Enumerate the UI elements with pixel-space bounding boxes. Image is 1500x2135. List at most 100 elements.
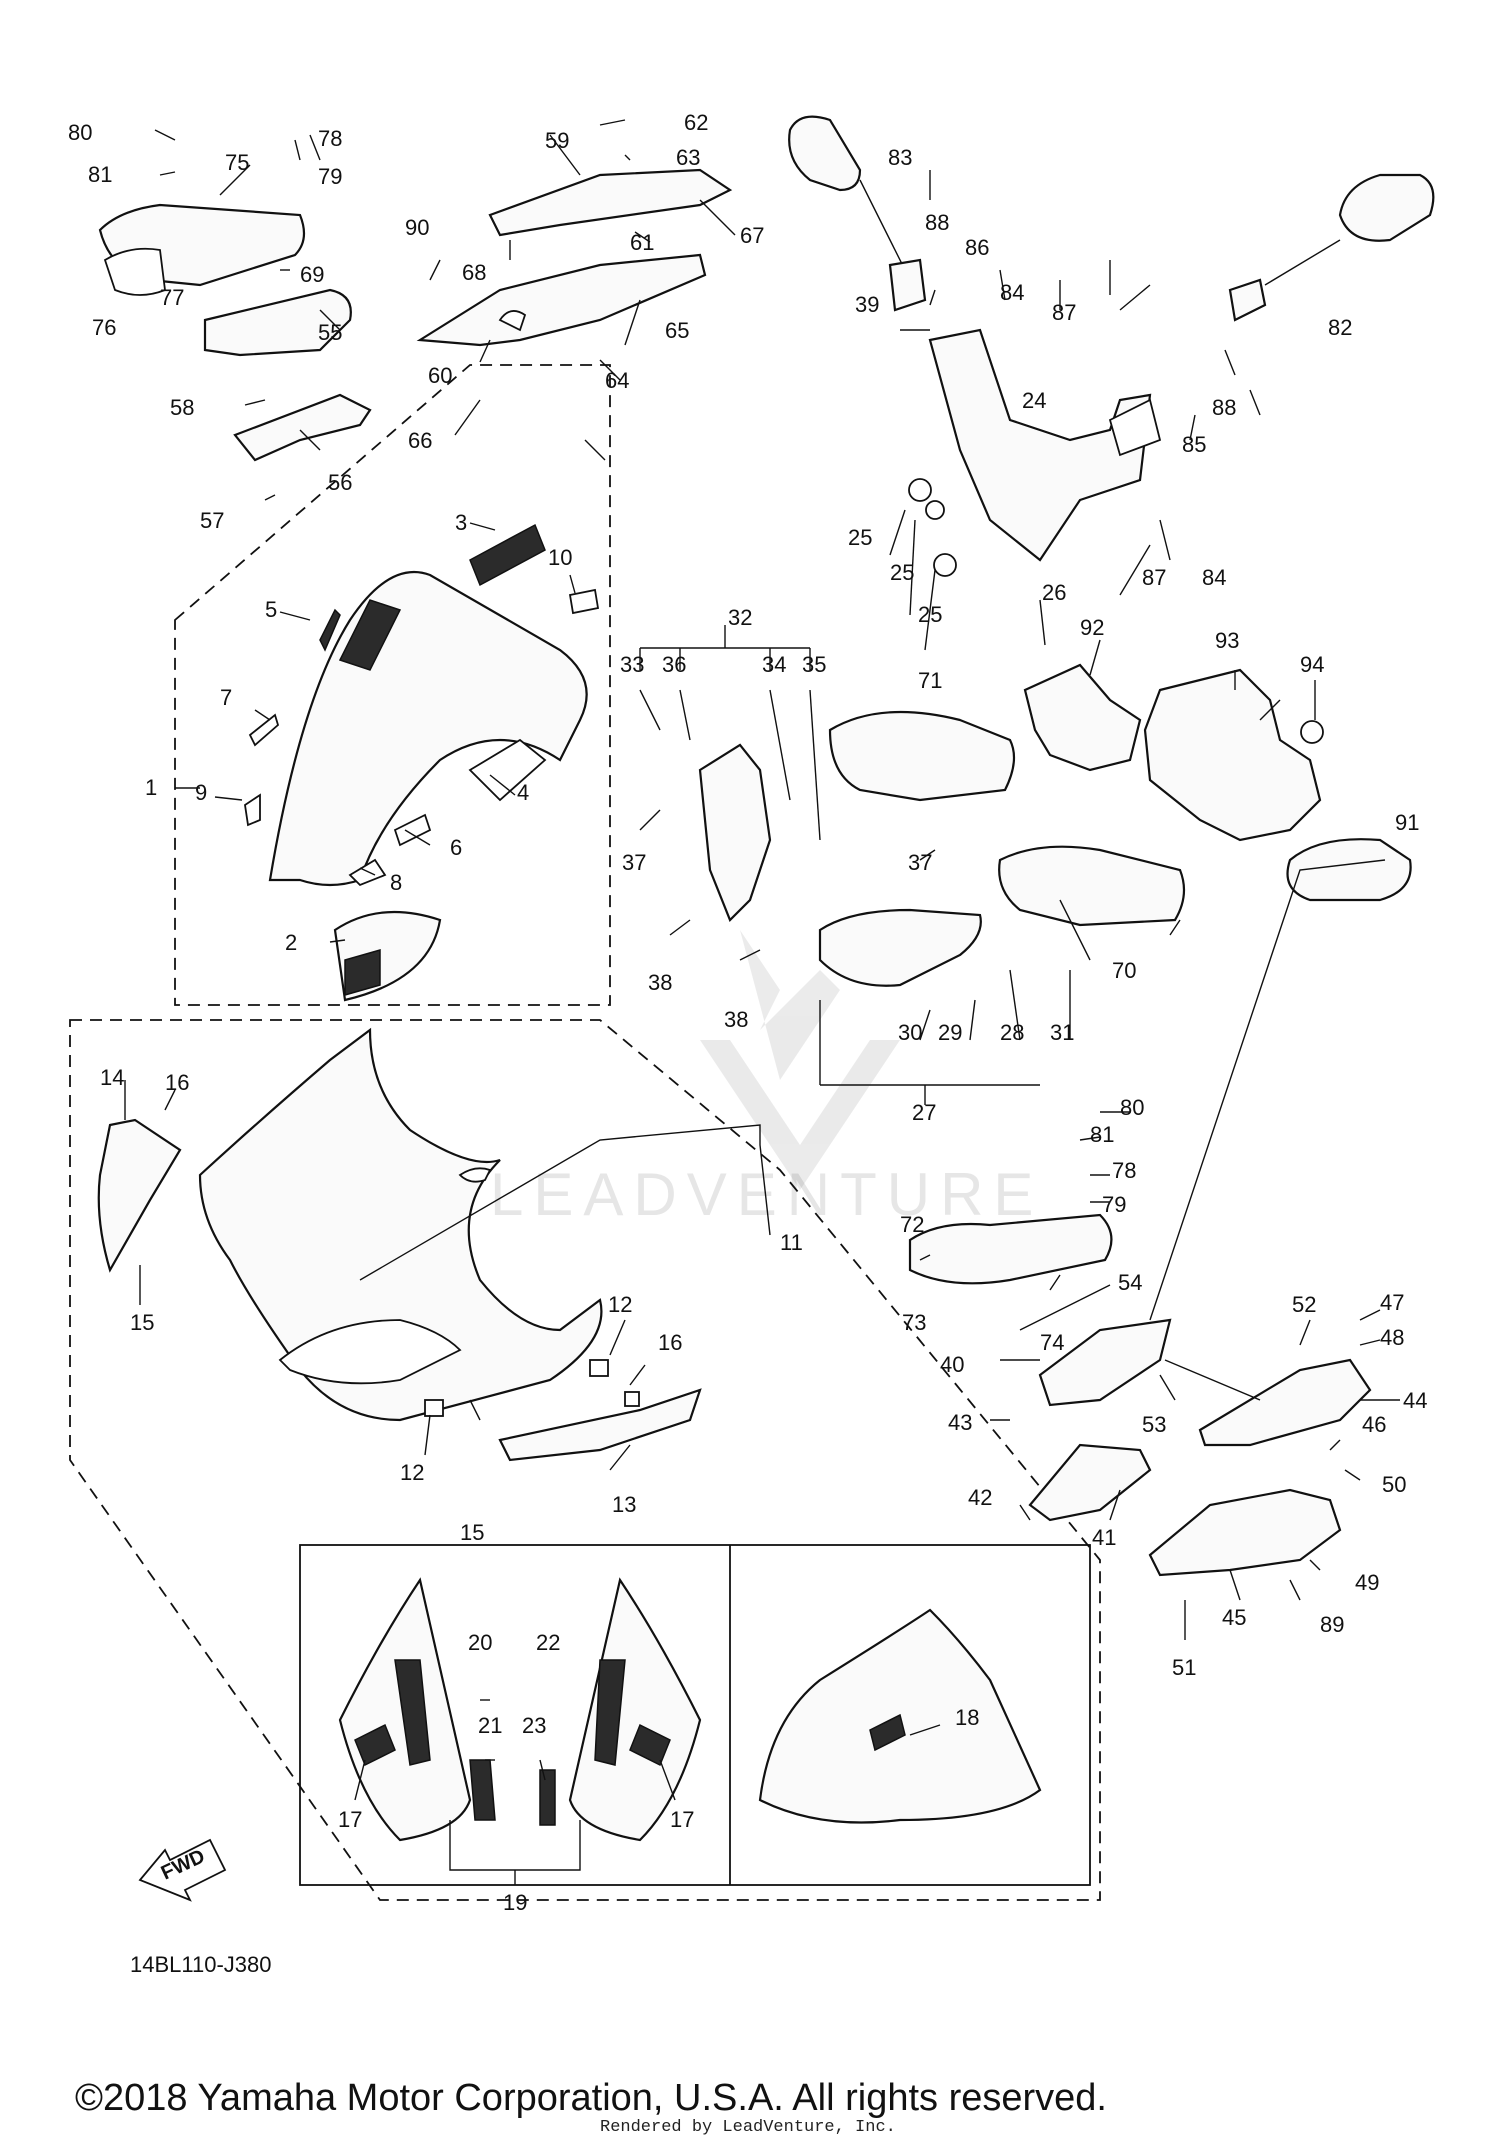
callout-48: 48 [1380, 1325, 1404, 1350]
svg-text:25: 25 [918, 602, 942, 627]
callout-46: 46 [1362, 1412, 1386, 1437]
svg-text:88: 88 [1212, 395, 1236, 420]
callout-11: 11 [780, 1230, 803, 1255]
bracket-56 [233, 393, 372, 462]
callout-71: 71 [918, 668, 942, 693]
callout-21: 21 [478, 1713, 502, 1738]
side-panel-14 [97, 1118, 182, 1273]
callout-47: 47 [1380, 1290, 1404, 1315]
callout-91: 91 [1395, 810, 1419, 835]
callout-72: 72 [900, 1212, 924, 1237]
callout-41: 41 [1092, 1525, 1116, 1550]
callout-20: 20 [468, 1630, 492, 1655]
callout-82: 82 [1328, 315, 1352, 340]
headlight-duct-27 [818, 908, 982, 987]
svg-text:84: 84 [1000, 280, 1024, 305]
callout-88: 88 [925, 210, 949, 235]
callout-38: 38 [648, 970, 672, 995]
windshield [268, 570, 588, 887]
watermark-text: LEADVENTURE [490, 1161, 1043, 1228]
callout-75: 75 [225, 150, 249, 175]
under-cover-13 [498, 1388, 702, 1462]
callout-30: 30 [898, 1020, 922, 1045]
windshield-decal-2 [333, 910, 442, 1002]
callout-28: 28 [1000, 1020, 1024, 1045]
callout-52: 52 [1292, 1292, 1316, 1317]
copyright-text: ©2018 Yamaha Motor Corporation, U.S.A. A… [75, 2077, 1107, 2119]
callout-16: 16 [165, 1070, 189, 1095]
callout-78: 78 [318, 126, 342, 151]
svg-text:78: 78 [1112, 1158, 1136, 1183]
callout-74: 74 [1040, 1330, 1064, 1355]
callout-15: 15 [130, 1310, 154, 1335]
callout-59: 59 [545, 128, 569, 153]
air-duct-55 [203, 288, 352, 357]
svg-text:38: 38 [724, 1007, 748, 1032]
fairing-stay-24 [928, 328, 1162, 562]
upper-fairing-group-outline [69, 1019, 1101, 1901]
callout-90: 90 [405, 215, 429, 240]
callout-7: 7 [220, 685, 232, 710]
callout-36: 36 [662, 652, 686, 677]
callout-14: 14 [100, 1065, 124, 1090]
svg-text:16: 16 [658, 1330, 682, 1355]
callout-79: 79 [318, 164, 342, 189]
svg-text:79: 79 [1102, 1192, 1126, 1217]
callout-93: 93 [1215, 628, 1239, 653]
callout-6: 6 [450, 835, 462, 860]
callout-86: 86 [965, 235, 989, 260]
svg-text:87: 87 [1142, 565, 1166, 590]
callout-65: 65 [665, 318, 689, 343]
svg-text:25: 25 [890, 560, 914, 585]
the-doctor-decal-3 [469, 523, 546, 587]
callout-92: 92 [1080, 615, 1104, 640]
fwd-arrow-icon: FWD [138, 1838, 227, 1902]
air-duct-70 [998, 845, 1186, 927]
upper-fairing [198, 1027, 603, 1422]
callout-51: 51 [1172, 1655, 1196, 1680]
decal-inset-box [299, 1544, 1091, 1886]
callout-5: 5 [265, 597, 277, 622]
air-duct-71 [828, 710, 1016, 802]
svg-text:80: 80 [1120, 1095, 1144, 1120]
callout-68: 68 [462, 260, 486, 285]
panel-44 [1198, 1358, 1372, 1447]
callout-23: 23 [522, 1713, 546, 1738]
callout-25: 25 [848, 525, 872, 550]
callout-37: 37 [622, 850, 646, 875]
windshield-group-outline [174, 364, 611, 1006]
callout-17: 17 [338, 1807, 362, 1832]
callout-76: 76 [92, 315, 116, 340]
callout-numbers: 1 2 3 4 5 6 7 8 9 10 11 12 13 14 15 16 1… [68, 110, 1427, 1915]
callout-87: 87 [1052, 300, 1076, 325]
callout-27: 27 [912, 1100, 936, 1125]
callout-58: 58 [170, 395, 194, 420]
svg-text:17: 17 [670, 1807, 694, 1832]
callout-35: 35 [802, 652, 826, 677]
callout-61: 61 [630, 230, 654, 255]
callout-33: 33 [620, 652, 644, 677]
collar-94 [1300, 720, 1324, 744]
callout-77: 77 [160, 285, 184, 310]
callout-42: 42 [968, 1485, 992, 1510]
duct-seal-91 [1286, 838, 1412, 902]
callout-49: 49 [1355, 1570, 1379, 1595]
decal-19-bracket [449, 1820, 581, 1871]
callout-83: 83 [888, 145, 912, 170]
svg-text:81: 81 [1090, 1122, 1114, 1147]
watermark-logo [700, 930, 900, 1190]
clips-12 [424, 1359, 640, 1417]
callout-8: 8 [390, 870, 402, 895]
callout-34: 34 [762, 652, 786, 677]
side-fairing-decal-view [758, 1608, 1042, 1824]
callout-70: 70 [1112, 958, 1136, 983]
callout-69: 69 [300, 262, 324, 287]
callout-55: 55 [318, 320, 342, 345]
callout-73: 73 [902, 1310, 926, 1335]
callout-12: 12 [608, 1292, 632, 1317]
callout-9: 9 [195, 780, 207, 805]
svg-text:15: 15 [460, 1520, 484, 1545]
intake-92 [1023, 663, 1142, 772]
callout-4: 4 [517, 780, 529, 805]
